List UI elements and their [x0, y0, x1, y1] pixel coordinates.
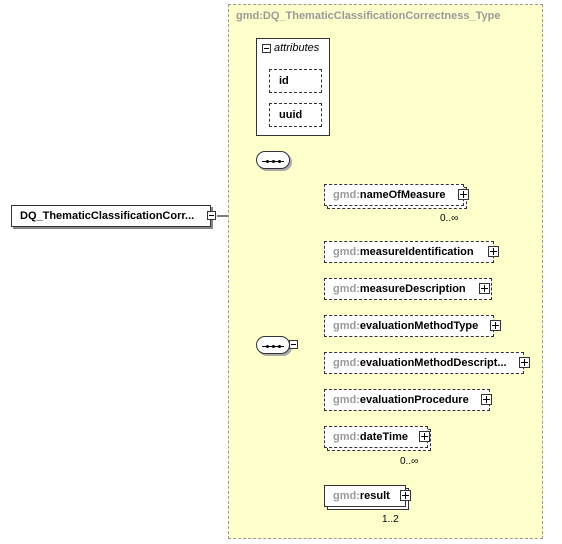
element-prefix: gmd: — [333, 283, 360, 295]
sequence-compositor-icon — [256, 151, 290, 169]
collapse-root-icon[interactable] — [207, 211, 216, 220]
cardinality-label: 0..∞ — [400, 456, 419, 467]
expand-icon[interactable] — [519, 357, 530, 368]
element-name: evaluationProcedure — [359, 394, 469, 406]
element-name: measureDescription — [359, 283, 466, 295]
element-prefix: gmd: — [333, 320, 360, 332]
attribute-id[interactable]: id — [269, 69, 322, 93]
element-prefix: gmd: — [333, 189, 360, 201]
element-result[interactable]: gmd:result — [324, 485, 406, 507]
element-name: result — [359, 490, 390, 502]
element-measure-identification[interactable]: gmd:measureIdentification — [324, 241, 494, 263]
element-evaluation-method-description[interactable]: gmd:evaluationMethodDescript... — [324, 352, 524, 374]
expand-icon[interactable] — [479, 283, 490, 294]
element-evaluation-procedure[interactable]: gmd:evaluationProcedure — [324, 389, 490, 411]
expand-icon[interactable] — [481, 394, 492, 405]
sequence-compositor-icon — [256, 336, 290, 354]
attributes-header: attributes — [274, 42, 320, 54]
element-date-time[interactable]: gmd:dateTime — [324, 426, 428, 448]
element-prefix: gmd: — [333, 490, 360, 502]
element-prefix: gmd: — [333, 357, 360, 369]
root-element[interactable]: DQ_ThematicClassificationCorr... — [11, 205, 211, 227]
type-title: gmd:DQ_ThematicClassificationCorrectness… — [236, 10, 501, 22]
element-name: evaluationMethodType — [359, 320, 479, 332]
element-evaluation-method-type[interactable]: gmd:evaluationMethodType — [324, 315, 494, 337]
element-name: dateTime — [359, 431, 408, 443]
element-name: evaluationMethodDescript... — [359, 357, 507, 369]
element-name: measureIdentification — [359, 246, 474, 258]
element-prefix: gmd: — [333, 246, 360, 258]
element-prefix: gmd: — [333, 431, 360, 443]
attribute-uuid[interactable]: uuid — [269, 103, 322, 127]
collapse-sequence-icon[interactable] — [289, 340, 298, 349]
cardinality-label: 0..∞ — [440, 213, 459, 224]
expand-icon[interactable] — [488, 246, 499, 257]
element-name-of-measure[interactable]: gmd:nameOfMeasure — [324, 184, 464, 206]
expand-icon[interactable] — [419, 431, 430, 442]
expand-icon[interactable] — [400, 490, 411, 501]
element-measure-description[interactable]: gmd:measureDescription — [324, 278, 492, 300]
expand-icon[interactable] — [458, 189, 469, 200]
element-name: nameOfMeasure — [359, 189, 446, 201]
element-prefix: gmd: — [333, 394, 360, 406]
collapse-attributes-icon[interactable] — [262, 44, 271, 53]
expand-icon[interactable] — [490, 320, 501, 331]
cardinality-label: 1..2 — [382, 514, 399, 525]
